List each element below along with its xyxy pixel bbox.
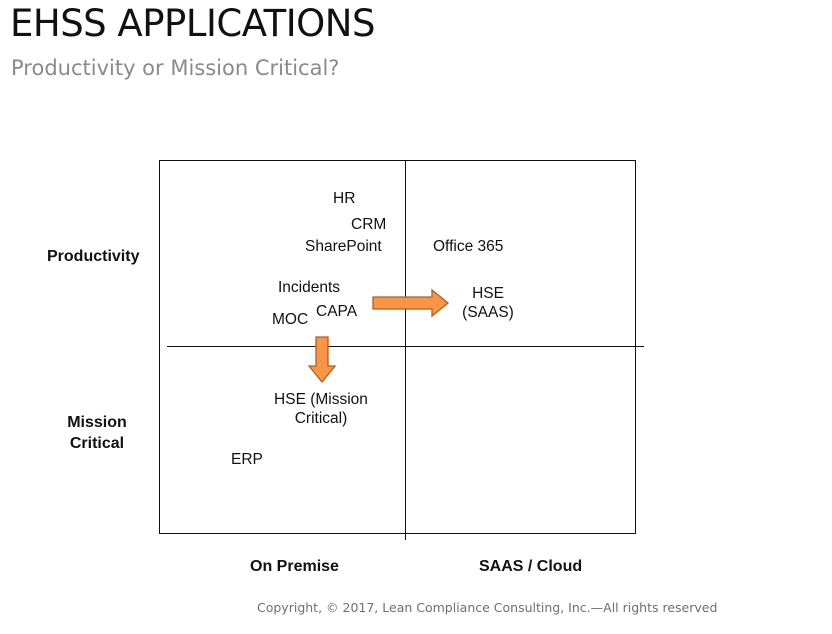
quadrant-frame	[159, 160, 636, 534]
item-capa: CAPA	[316, 303, 358, 320]
item-erp: ERP	[231, 451, 263, 468]
vertical-divider	[405, 161, 406, 540]
x-axis-label-on-premise: On Premise	[250, 558, 339, 575]
item-sharepoint: SharePoint	[305, 238, 382, 255]
item-incidents: Incidents	[278, 279, 341, 296]
y-axis-label-mission-critical: Mission Critical	[61, 412, 133, 454]
y-axis-label-productivity: Productivity	[47, 248, 140, 265]
right-arrow-icon	[372, 288, 450, 318]
down-arrow-icon	[307, 336, 337, 384]
item-hse-saas-line1: HSE	[472, 285, 504, 302]
y-axis-label-mission-line2: Critical	[69, 435, 125, 452]
item-hse-mission-critical: HSE (Mission Critical)	[262, 390, 380, 428]
y-axis-label-mission-line1: Mission	[67, 414, 127, 431]
slide-subtitle: Productivity or Mission Critical?	[11, 56, 340, 80]
item-hse-mission-critical-line1: HSE (Mission	[274, 391, 368, 408]
item-crm: CRM	[351, 216, 387, 233]
x-axis-label-saas-cloud: SAAS / Cloud	[479, 558, 583, 575]
item-office-365: Office 365	[433, 238, 504, 255]
copyright-notice: Copyright, © 2017, Lean Compliance Consu…	[257, 600, 718, 615]
item-moc: MOC	[272, 311, 309, 328]
item-hr: HR	[333, 190, 356, 207]
item-hse-saas: HSE (SAAS)	[450, 284, 526, 322]
slide-title: EHSS APPLICATIONS	[10, 2, 375, 45]
horizontal-divider	[167, 346, 644, 347]
item-hse-mission-critical-line2: Critical)	[294, 410, 348, 427]
item-hse-saas-line2: (SAAS)	[462, 304, 514, 321]
